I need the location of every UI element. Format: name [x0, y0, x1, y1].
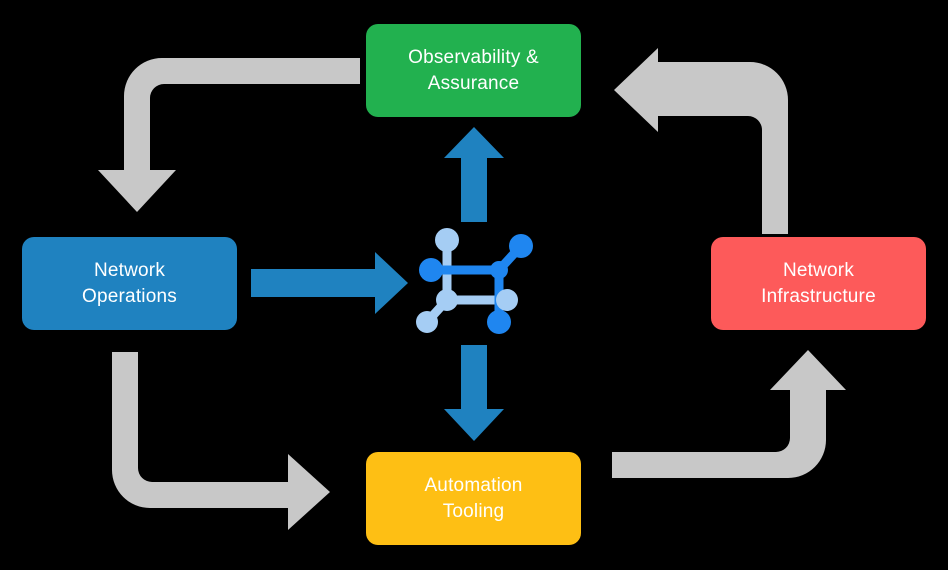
topology-light-nodes [416, 228, 518, 333]
topology-dark-nodes [419, 234, 533, 334]
node-box-infrastructure[interactable]: Network Infrastructure [711, 237, 926, 330]
blue-arrow-center-to-observability [444, 127, 504, 222]
blue-arrow-operations-to-center [251, 252, 408, 314]
node-box-automation[interactable]: Automation Tooling [366, 452, 581, 545]
node-label-automation: Automation Tooling [424, 474, 523, 522]
gray-arrow-infrastructure-to-observability [614, 48, 788, 234]
gray-arrow-observability-to-operations [98, 58, 360, 212]
gray-arrow-automation-to-infrastructure [612, 350, 846, 478]
network-topology-icon [416, 228, 533, 334]
node-label-infrastructure: Network Infrastructure [761, 259, 876, 307]
node-label-operations: Network Operations [82, 259, 177, 307]
node-box-operations[interactable]: Network Operations [22, 237, 237, 330]
gray-arrow-operations-to-automation [112, 352, 330, 530]
blue-arrow-center-to-automation [444, 345, 504, 441]
node-label-observability: Observability & Assurance [408, 46, 539, 94]
node-box-observability[interactable]: Observability & Assurance [366, 24, 581, 117]
